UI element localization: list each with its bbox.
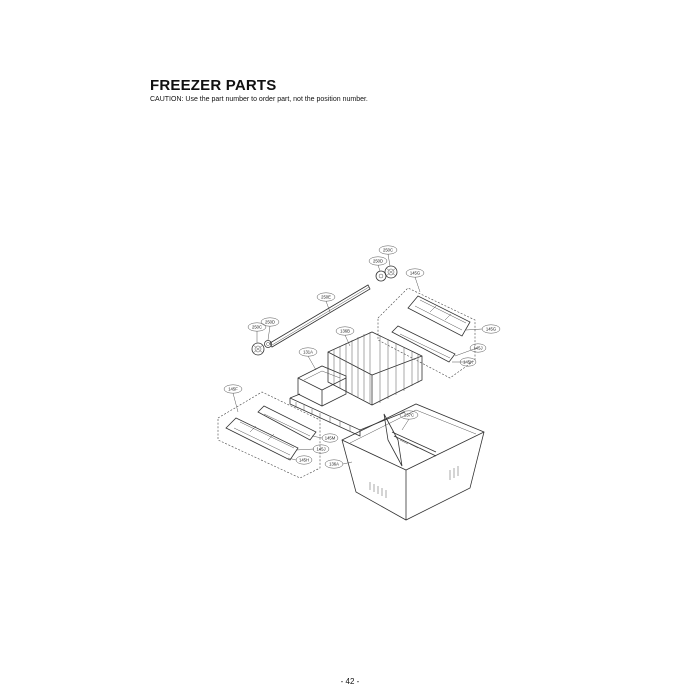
svg-text:145G: 145G — [410, 271, 420, 276]
wire-basket — [289, 331, 423, 437]
callout-145g-top: 145G — [405, 268, 425, 278]
left-rail-parts — [225, 405, 317, 461]
svg-text:250D: 250D — [373, 259, 383, 264]
svg-text:145H: 145H — [299, 458, 309, 463]
small-bin — [297, 365, 347, 407]
callout-145m: 145M — [321, 433, 339, 443]
svg-text:131A: 131A — [303, 350, 313, 355]
callout-250d: 250D — [368, 256, 388, 266]
page-number: - 42 - — [340, 677, 360, 686]
svg-text:237C: 237C — [404, 413, 414, 418]
svg-text:136B: 136B — [340, 329, 350, 334]
right-rail-group-outline — [377, 287, 476, 379]
callout-250e: 250E — [316, 292, 336, 302]
callout-145k: 145K — [459, 357, 477, 367]
svg-text:145G: 145G — [486, 327, 496, 332]
right-rail-parts — [391, 295, 471, 363]
callout-131a: 131A — [298, 347, 318, 357]
callout-250c-left: 250C — [247, 322, 267, 332]
page-title: FREEZER PARTS — [150, 77, 277, 94]
callout-145j: 145J — [469, 343, 487, 353]
svg-text:136A: 136A — [329, 462, 339, 467]
svg-text:145F: 145F — [228, 387, 238, 392]
left-rail-group-outline — [217, 391, 321, 479]
svg-text:250C: 250C — [383, 248, 393, 253]
callout-250c: 250C — [378, 245, 398, 255]
svg-text:145K: 145K — [463, 360, 473, 365]
svg-text:145J: 145J — [316, 447, 325, 452]
freezer-bin — [341, 403, 485, 521]
svg-text:250E: 250E — [321, 295, 331, 300]
caution-note: CAUTION: Use the part number to order pa… — [150, 96, 368, 103]
callout-237c: 237C — [399, 410, 419, 420]
callout-145f: 145F — [223, 384, 243, 394]
callout-250d-left: 250D — [260, 317, 280, 327]
callout-145h: 145H — [295, 455, 313, 465]
svg-text:145M: 145M — [325, 436, 336, 441]
left-gear-part — [251, 340, 272, 356]
svg-text:145J: 145J — [473, 346, 482, 351]
callout-136a: 136A — [324, 459, 344, 469]
callout-145g-side: 145G — [481, 324, 501, 334]
callout-145j-left: 145J — [312, 444, 330, 454]
leader-lines — [232, 253, 483, 465]
right-gear-part — [375, 265, 398, 282]
svg-text:250C: 250C — [252, 325, 262, 330]
rail-rod — [269, 284, 371, 348]
callout-136b: 136B — [335, 326, 355, 336]
svg-text:250D: 250D — [265, 320, 275, 325]
